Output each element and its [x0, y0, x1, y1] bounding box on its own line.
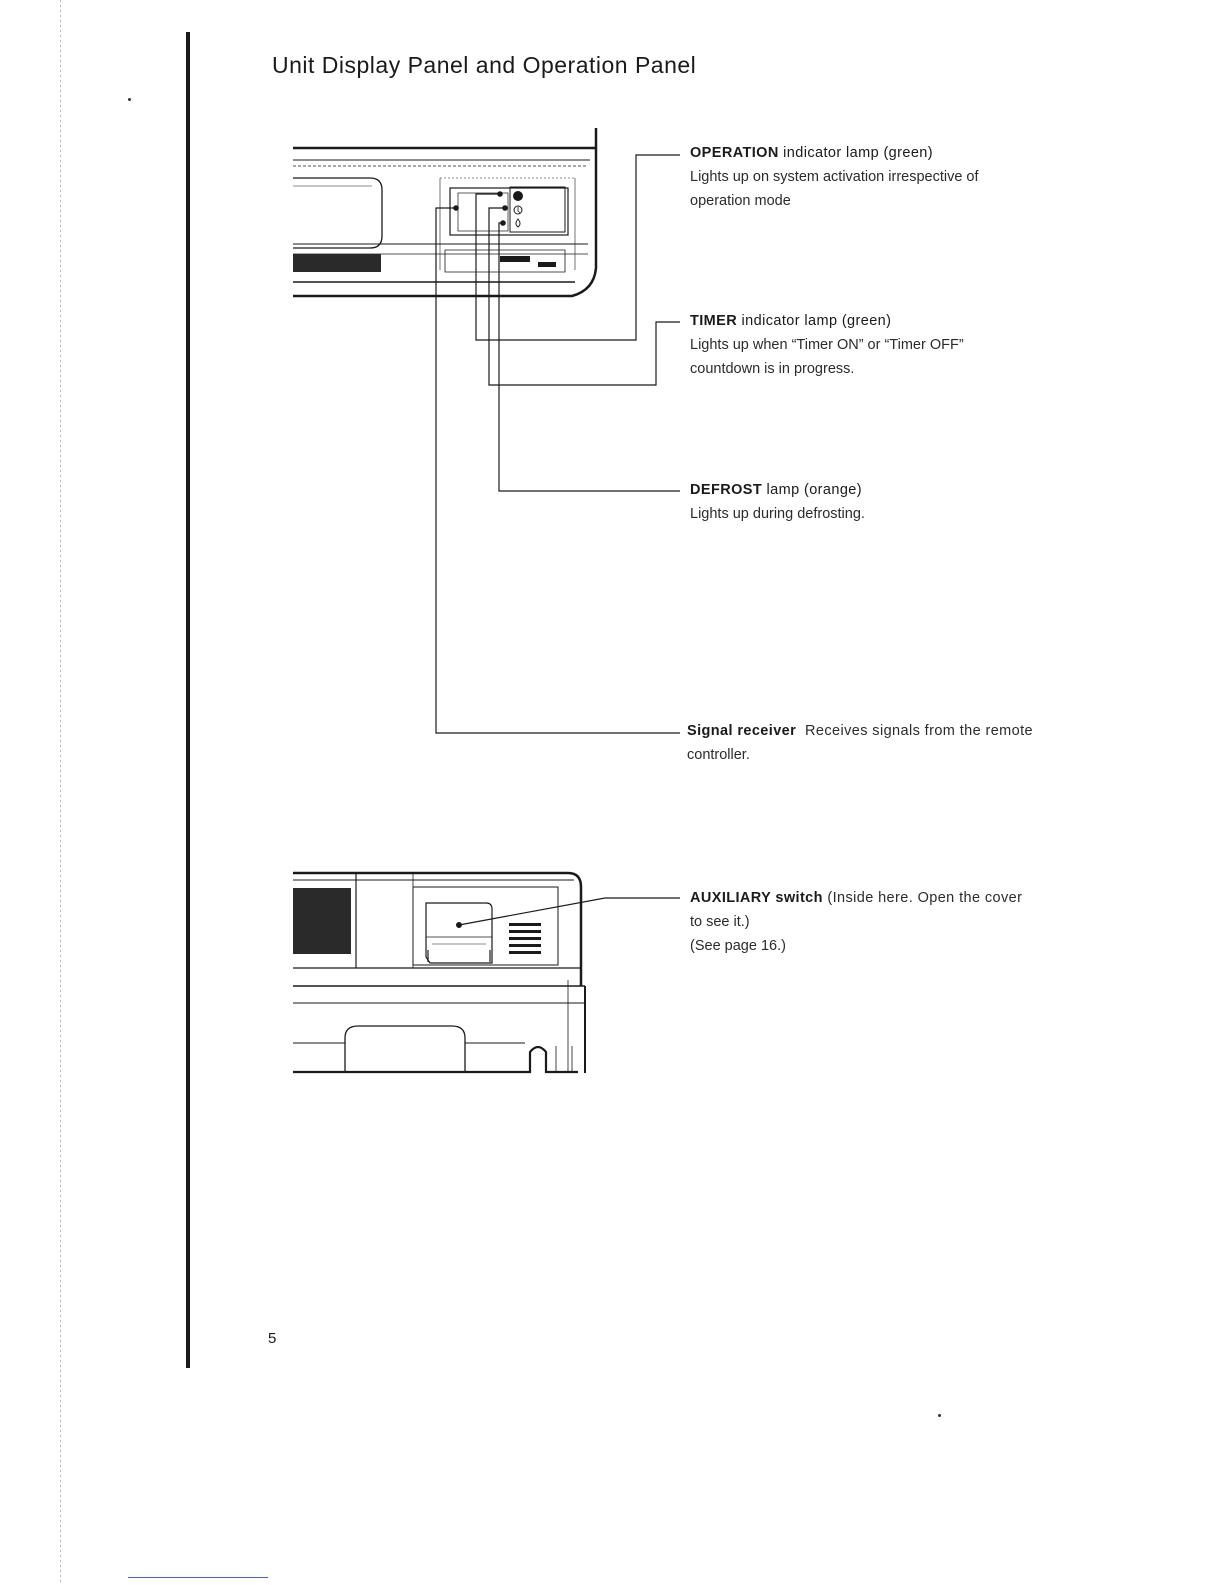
callout-operation: OPERATION indicator lamp (green) Lights …: [690, 141, 979, 213]
page-title: Unit Display Panel and Operation Panel: [272, 52, 697, 78]
scan-edge: [60, 0, 61, 1585]
signal-receiver-desc-2: controller.: [687, 747, 750, 763]
signal-receiver-name: Signal receiver: [687, 723, 797, 739]
auxiliary-switch-desc: (Inside here. Open the cover: [822, 890, 1023, 906]
callout-timer: TIMER indicator lamp (green) Lights up w…: [690, 309, 964, 381]
callout-defrost: DEFROST lamp (orange) Lights up during d…: [690, 478, 865, 526]
auxiliary-switch-desc-3: (See page 16.): [690, 938, 786, 954]
operation-panel-illustration: [293, 871, 586, 1074]
defrost-lamp-suffix: lamp (orange): [762, 482, 862, 498]
timer-lamp-name: TIMER: [690, 313, 738, 329]
operation-lamp-desc-1: Lights up on system activation irrespect…: [690, 169, 979, 185]
signal-receiver-desc: Receives signals from the remote: [805, 723, 1034, 739]
callout-signal-receiver: Signal receiver Receives signals from th…: [687, 719, 1033, 767]
operation-lamp-suffix: indicator lamp (green): [778, 145, 933, 161]
timer-lamp-suffix: indicator lamp (green): [737, 313, 892, 329]
defrost-lamp-name: DEFROST: [690, 482, 763, 498]
auxiliary-switch-desc-2: to see it.): [690, 914, 750, 930]
page-number: 5: [268, 1330, 277, 1347]
binder-bar: [186, 32, 190, 1368]
display-panel-illustration: [293, 128, 598, 298]
leader-lines-upper: [435, 154, 680, 734]
auxiliary-switch-name: AUXILIARY switch: [690, 890, 823, 906]
defrost-lamp-desc: Lights up during defrosting.: [690, 506, 865, 522]
timer-lamp-desc-1: Lights up when “Timer ON” or “Timer OFF”: [690, 337, 964, 353]
leader-line-auxiliary: [456, 897, 680, 928]
scan-speck: [128, 98, 131, 101]
bottom-rule: [128, 1577, 268, 1578]
operation-lamp-name: OPERATION: [690, 145, 779, 161]
callout-auxiliary: AUXILIARY switch (Inside here. Open the …: [690, 886, 1022, 958]
scan-speck: [938, 1414, 941, 1417]
timer-lamp-desc-2: countdown is in progress.: [690, 361, 855, 377]
operation-lamp-desc-2: operation mode: [690, 193, 791, 209]
